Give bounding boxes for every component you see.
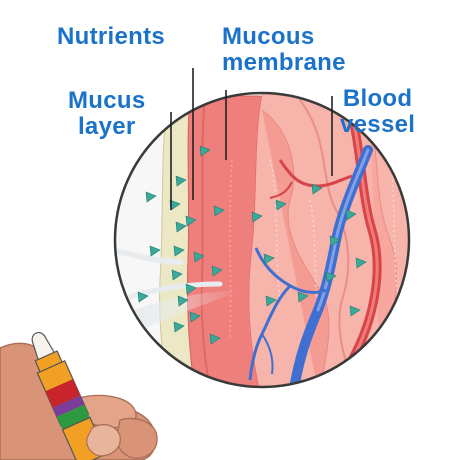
nasal-spray-bottle-icon	[31, 331, 108, 460]
mucous-membrane-band	[186, 95, 263, 387]
nutrient-triangles	[137, 145, 367, 345]
leader-lines	[170, 68, 333, 210]
nutrient-triangle-icon	[175, 175, 187, 187]
nutrient-triangle-icon	[185, 215, 197, 227]
nutrient-triangle-icon	[329, 235, 341, 247]
label-mucus-layer-line-2: layer	[77, 113, 136, 140]
nutrient-triangle-icon	[175, 221, 187, 233]
nutrient-triangle-icon	[189, 311, 201, 323]
label-mucous-membrane-line-2: membrane	[222, 49, 346, 76]
label-blood-vessel-line-1: Blood	[342, 85, 413, 112]
nutrient-triangle-icon	[171, 269, 183, 281]
nutrient-triangle-icon	[355, 257, 367, 269]
nutrient-triangle-icon	[185, 283, 197, 295]
nutrient-triangle-icon	[263, 253, 275, 265]
nutrient-triangle-icon	[209, 333, 221, 345]
hand-with-nasal-spray	[0, 331, 158, 460]
nutrient-triangle-icon	[145, 191, 157, 203]
nutrient-triangle-icon	[349, 305, 361, 317]
nutrient-triangle-icon	[211, 265, 223, 277]
nutrient-triangle-icon	[199, 145, 211, 157]
label-blood-vessel-line-2: vessel	[340, 111, 416, 138]
nutrient-triangle-icon	[251, 211, 263, 223]
label-nutrients-text: Nutrients	[57, 23, 166, 50]
nutrient-triangle-icon	[275, 199, 287, 211]
nutrient-triangle-icon	[177, 295, 189, 307]
spray-mist	[115, 290, 240, 330]
nutrient-triangle-icon	[149, 245, 161, 257]
magnifier-circle	[113, 91, 411, 389]
label-mucous-membrane: Mucous membrane	[222, 24, 346, 76]
nutrient-triangle-icon	[311, 183, 323, 195]
nutrient-triangle-icon	[345, 209, 357, 221]
label-blood-vessel: Blood vessel	[340, 86, 415, 138]
nutrient-triangle-icon	[265, 295, 277, 307]
nutrient-triangle-icon	[297, 291, 309, 303]
label-mucus-layer-line-1: Mucus	[68, 87, 146, 114]
nutrient-triangle-icon	[325, 271, 337, 283]
nutrient-triangle-icon	[213, 205, 225, 217]
nutrient-triangle-icon	[193, 251, 205, 263]
nutrient-triangle-icon	[137, 291, 149, 303]
nutrient-triangle-icon	[173, 321, 185, 333]
label-nutrients: Nutrients	[57, 24, 165, 50]
label-mucous-membrane-line-1: Mucous	[222, 23, 315, 50]
nutrient-triangle-icon	[173, 245, 185, 257]
label-mucus-layer: Mucus layer	[68, 88, 146, 140]
